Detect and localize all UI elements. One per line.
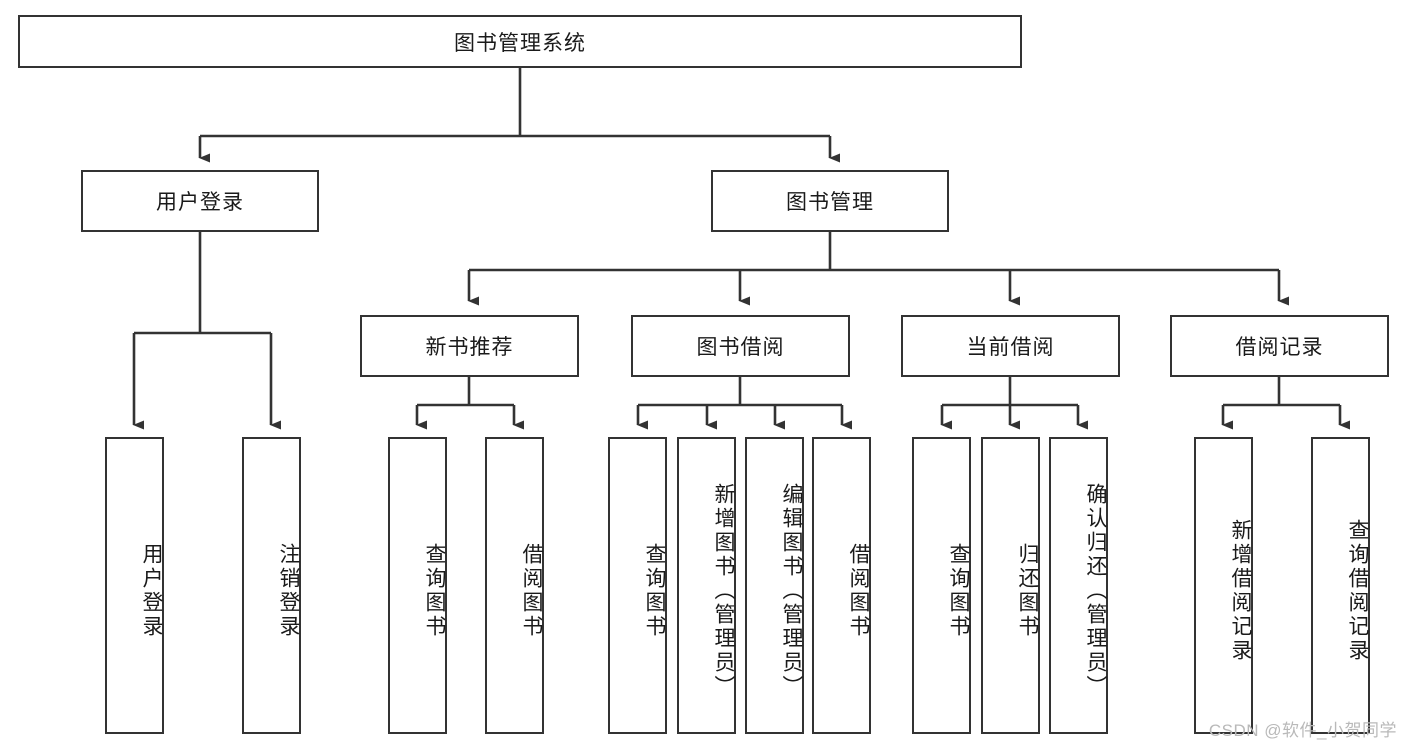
leaf-book-borrow-edit-book-admin[interactable]: 编辑图书（管理员） bbox=[745, 437, 804, 734]
node-label: 借阅图书 bbox=[847, 542, 870, 639]
node-label: 图书管理 bbox=[786, 191, 874, 214]
node-new-book-recommendation[interactable]: 新书推荐 bbox=[360, 315, 579, 377]
node-borrowing-record[interactable]: 借阅记录 bbox=[1170, 315, 1389, 377]
leaf-borrow-record-query-record[interactable]: 查询借阅记录 bbox=[1311, 437, 1370, 734]
leaf-current-borrow-query-book[interactable]: 查询图书 bbox=[912, 437, 971, 734]
leaf-book-borrow-add-book-admin[interactable]: 新增图书（管理员） bbox=[677, 437, 736, 734]
node-label: 新增借阅记录 bbox=[1229, 518, 1252, 663]
node-label: 查询图书 bbox=[423, 542, 446, 639]
node-label: 确认归还（管理员） bbox=[1084, 482, 1107, 699]
node-label: 当前借阅 bbox=[966, 336, 1055, 359]
leaf-new-book-borrow-book[interactable]: 借阅图书 bbox=[485, 437, 544, 734]
leaf-user-login-login[interactable]: 用户登录 bbox=[105, 437, 164, 734]
node-label: 用户登录 bbox=[140, 542, 163, 639]
node-book-management[interactable]: 图书管理 bbox=[711, 170, 949, 232]
node-label: 注销登录 bbox=[277, 542, 300, 639]
leaf-current-borrow-confirm-return-admin[interactable]: 确认归还（管理员） bbox=[1049, 437, 1108, 734]
node-label: 查询图书 bbox=[643, 542, 666, 639]
node-label: 新书推荐 bbox=[425, 336, 514, 359]
leaf-borrow-record-add-record[interactable]: 新增借阅记录 bbox=[1194, 437, 1253, 734]
node-label: 图书管理系统 bbox=[454, 31, 586, 55]
leaf-book-borrow-query-book[interactable]: 查询图书 bbox=[608, 437, 667, 734]
node-book-borrowing[interactable]: 图书借阅 bbox=[631, 315, 850, 377]
leaf-new-book-query-book[interactable]: 查询图书 bbox=[388, 437, 447, 734]
node-label: 归还图书 bbox=[1016, 542, 1039, 639]
node-label: 查询图书 bbox=[947, 542, 970, 639]
node-root-book-management-system[interactable]: 图书管理系统 bbox=[18, 15, 1022, 68]
node-label: 图书借阅 bbox=[696, 336, 785, 359]
node-label: 查询借阅记录 bbox=[1346, 518, 1369, 663]
node-label: 新增图书（管理员） bbox=[712, 482, 735, 699]
node-label: 借阅图书 bbox=[520, 542, 543, 639]
leaf-current-borrow-return-book[interactable]: 归还图书 bbox=[981, 437, 1040, 734]
node-current-borrowing[interactable]: 当前借阅 bbox=[901, 315, 1120, 377]
node-label: 借阅记录 bbox=[1235, 336, 1324, 359]
leaf-user-login-logout[interactable]: 注销登录 bbox=[242, 437, 301, 734]
node-user-login[interactable]: 用户登录 bbox=[81, 170, 319, 232]
leaf-book-borrow-borrow-book[interactable]: 借阅图书 bbox=[812, 437, 871, 734]
node-label: 编辑图书（管理员） bbox=[780, 482, 803, 699]
csdn-watermark: CSDN @软件_小贺同学 bbox=[1208, 721, 1397, 740]
node-label: 用户登录 bbox=[156, 191, 244, 214]
